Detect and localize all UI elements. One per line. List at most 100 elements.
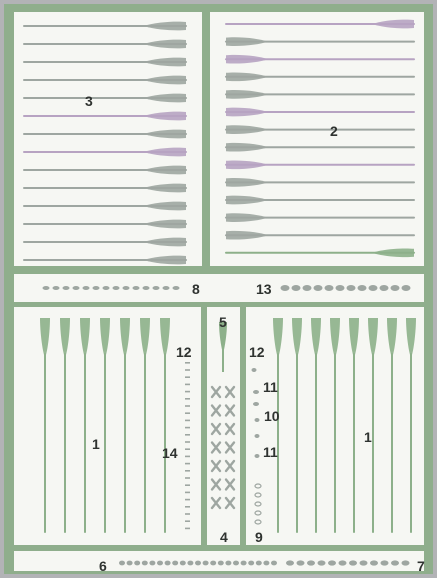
piece-8-14 xyxy=(173,286,180,290)
piece-6-17 xyxy=(241,561,247,566)
piece-7-5 xyxy=(328,560,336,565)
piece-8-8 xyxy=(113,286,120,290)
piece-6-18 xyxy=(248,561,254,566)
label-11-bottom: 11 xyxy=(263,445,278,459)
piece-13-12 xyxy=(402,285,411,291)
piece-7-4 xyxy=(318,560,326,565)
dot-14-24 xyxy=(185,528,190,530)
dot-14-1 xyxy=(185,362,190,364)
dot-14-12 xyxy=(185,441,190,443)
dot-14-20 xyxy=(185,499,190,501)
piece-6-14 xyxy=(218,561,224,566)
piece-11-top-b xyxy=(253,402,259,406)
dot-14-21 xyxy=(185,506,190,508)
dot-14-22 xyxy=(185,513,190,515)
piece-6-11 xyxy=(195,561,201,566)
piece-6-4 xyxy=(142,561,148,566)
piece-7-8 xyxy=(360,560,368,565)
piece-6-1 xyxy=(119,561,125,566)
label-2: 2 xyxy=(330,124,338,138)
piece-8-1 xyxy=(43,286,50,290)
dot-14-16 xyxy=(185,470,190,472)
piece-8-11 xyxy=(143,286,150,290)
piece-7-11 xyxy=(391,560,399,565)
piece-7-3 xyxy=(307,560,315,565)
compartment-top-right xyxy=(210,12,424,266)
piece-10-b xyxy=(255,434,260,438)
piece-6-2 xyxy=(127,561,133,566)
piece-12-right xyxy=(252,368,257,372)
dot-14-7 xyxy=(185,405,190,407)
piece-13-6 xyxy=(336,285,345,291)
dot-14-13 xyxy=(185,448,190,450)
piece-8-5 xyxy=(83,286,90,290)
dot-14-23 xyxy=(185,520,190,522)
piece-11-top xyxy=(253,390,259,394)
piece-7-10 xyxy=(381,560,389,565)
label-9: 9 xyxy=(255,530,263,544)
piece-8-2 xyxy=(53,286,60,290)
dot-14-2 xyxy=(185,369,190,371)
piece-7-6 xyxy=(339,560,347,565)
dot-14-15 xyxy=(185,463,190,465)
piece-6-6 xyxy=(157,561,163,566)
label-11-top: 11 xyxy=(263,380,278,394)
dot-14-19 xyxy=(185,492,190,494)
dot-14-18 xyxy=(185,484,190,486)
piece-7-7 xyxy=(349,560,357,565)
piece-6-5 xyxy=(149,561,155,566)
piece-7-2 xyxy=(297,560,305,565)
piece-8-3 xyxy=(63,286,70,290)
piece-13-9 xyxy=(369,285,378,291)
label-14: 14 xyxy=(162,446,178,460)
piece-13-2 xyxy=(292,285,301,291)
dot-14-9 xyxy=(185,420,190,422)
dot-14-6 xyxy=(185,398,190,400)
label-12-left: 12 xyxy=(176,345,192,359)
piece-13-11 xyxy=(391,285,400,291)
label-10: 10 xyxy=(264,409,280,423)
piece-13-4 xyxy=(314,285,323,291)
piece-6-3 xyxy=(134,561,140,566)
dot-14-3 xyxy=(185,376,190,378)
piece-8-10 xyxy=(133,286,140,290)
piece-7-12 xyxy=(402,560,410,565)
piece-11-bottom xyxy=(255,454,260,458)
piece-13-1 xyxy=(281,285,290,291)
label-13: 13 xyxy=(256,282,272,296)
label-3: 3 xyxy=(85,94,93,108)
piece-8-12 xyxy=(153,286,160,290)
dot-14-5 xyxy=(185,391,190,393)
piece-6-20 xyxy=(263,561,269,566)
piece-6-10 xyxy=(187,561,193,566)
piece-8-9 xyxy=(123,286,130,290)
label-12-right: 12 xyxy=(249,345,265,359)
piece-7-9 xyxy=(370,560,378,565)
piece-6-19 xyxy=(256,561,262,566)
dot-14-14 xyxy=(185,456,190,458)
piece-13-8 xyxy=(358,285,367,291)
piece-8-4 xyxy=(73,286,80,290)
dot-14-11 xyxy=(185,434,190,436)
piece-6-13 xyxy=(210,561,216,566)
piece-8-7 xyxy=(103,286,110,290)
piece-8-13 xyxy=(163,286,170,290)
dot-14-10 xyxy=(185,427,190,429)
piece-6-8 xyxy=(172,561,178,566)
label-6: 6 xyxy=(99,559,107,573)
label-7: 7 xyxy=(417,559,425,573)
piece-6-12 xyxy=(203,561,209,566)
piece-6-16 xyxy=(233,561,239,566)
label-4: 4 xyxy=(220,530,228,544)
piece-10 xyxy=(255,418,260,422)
piece-6-7 xyxy=(165,561,171,566)
piece-13-10 xyxy=(380,285,389,291)
label-1-right: 1 xyxy=(364,430,372,444)
piece-13-5 xyxy=(325,285,334,291)
dot-14-17 xyxy=(185,477,190,479)
label-1-left: 1 xyxy=(92,437,100,451)
piece-8-6 xyxy=(93,286,100,290)
piece-6-15 xyxy=(225,561,231,566)
